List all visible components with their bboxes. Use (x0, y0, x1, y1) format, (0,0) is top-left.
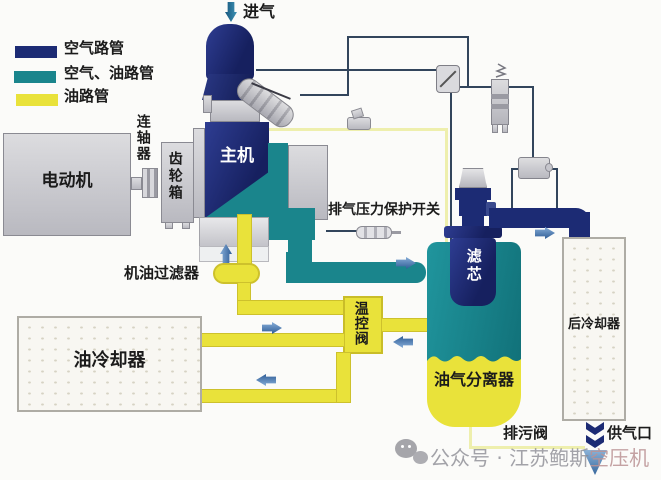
airend-label: 主机 (220, 146, 254, 166)
filter-element-body (450, 238, 496, 306)
pressure-sensor-tip (392, 231, 401, 234)
thermo-valve-label: 温控阀 (352, 301, 369, 346)
legend-label-air: 空气路管 (64, 39, 125, 57)
oil-pipe (199, 389, 341, 403)
flow-arrow-icon (262, 322, 282, 334)
filter-element-flange (444, 226, 502, 238)
after-cooler-label: 后冷却器 (567, 317, 620, 332)
intake-valve-tab (203, 95, 212, 113)
pressure-sensor (356, 226, 392, 239)
discharge-gray-housing (288, 145, 328, 220)
drain-valve-label: 排污阀 (503, 424, 549, 442)
oil-filter-capsule (213, 263, 260, 284)
control-line (548, 168, 558, 170)
gearbox-label: 齿轮箱 (166, 151, 183, 202)
pressure-regulator-port (545, 163, 553, 172)
oil-pipe (237, 300, 349, 315)
gearbox-foot (165, 222, 173, 229)
wechat-icon-dot (401, 445, 404, 448)
control-line (467, 36, 469, 88)
flow-arrow-icon (535, 227, 555, 239)
coupling-part (142, 168, 158, 198)
gearbox-foot (182, 222, 190, 229)
wechat-icon-small (413, 451, 428, 464)
legend-swatch-air-oil (14, 71, 56, 83)
filter-element-stem (462, 212, 484, 230)
outlet-arrow-icon (586, 422, 604, 435)
legend-label-oil: 油路管 (64, 87, 110, 105)
air-pipe-horizontal (489, 208, 590, 228)
gearbox-block (161, 142, 194, 223)
control-line (347, 36, 349, 96)
oil-pipe (199, 333, 345, 347)
coupling-label: 连轴器 (134, 114, 151, 162)
min-pressure-valve-collar (455, 188, 491, 200)
flow-arrow-icon (396, 257, 416, 269)
drain-line (469, 446, 585, 449)
solenoid-valve-2-band (491, 104, 509, 109)
control-line (300, 94, 348, 96)
spring-icon (495, 63, 507, 78)
oil-pipe (237, 214, 252, 266)
legend-swatch-oil (16, 94, 58, 106)
filter-element-label: 滤芯 (464, 248, 483, 284)
oil-cooler-label: 油冷却器 (73, 350, 146, 371)
sensor-line (326, 230, 358, 232)
oil-control-line (445, 128, 448, 244)
min-pressure-valve-body (459, 198, 487, 216)
separator-oil-zone (427, 362, 521, 427)
solenoid-valve-2-leg (492, 124, 498, 133)
oil-filter-label: 机油过滤器 (124, 264, 200, 282)
control-line (556, 168, 558, 214)
airend-sump (199, 217, 269, 247)
outlet-arrow-icon (586, 435, 604, 448)
wechat-icon-dot (408, 445, 411, 448)
watermark-text: 公众号 · 江苏鲍斯空压机 (430, 442, 649, 471)
motor-shaft (131, 177, 142, 190)
oil-cooler-box (17, 316, 202, 412)
motor-block (3, 133, 131, 236)
intake-label: 进气 (243, 2, 276, 21)
control-line (347, 36, 469, 38)
legend-label-air-oil: 空气、油路管 (64, 64, 155, 82)
control-line (511, 168, 520, 170)
discharge-teal-block (278, 208, 315, 240)
solenoid-valve-2-band (491, 94, 509, 99)
min-pressure-valve-cap (459, 168, 487, 188)
separator-label: 油气分离器 (433, 370, 514, 389)
control-line (256, 69, 437, 71)
control-line (511, 168, 513, 214)
control-line (450, 92, 452, 242)
airend-sump-base (199, 246, 269, 262)
air-filter-dome (206, 24, 254, 80)
wechat-icon (395, 439, 417, 458)
control-line (532, 86, 534, 158)
flow-arrow-icon (393, 336, 413, 348)
intake-arrow-icon (225, 2, 237, 22)
solenoid-valve-2-leg (502, 124, 508, 133)
airend-left-plate (193, 128, 205, 218)
drain-line (469, 424, 472, 448)
discharge-pipe-horizontal (286, 262, 426, 283)
outlet-label: 供气口 (607, 424, 653, 442)
discharge-switch-label: 排气压力保护开关 (328, 202, 440, 218)
motor-label: 电动机 (41, 171, 93, 191)
legend-swatch-air (15, 46, 57, 58)
watermark-part1: 公众号 · 江苏鲍斯 (430, 446, 590, 470)
solenoid-valve-2 (491, 79, 509, 125)
flow-arrow-icon (256, 374, 276, 386)
line-fitting (347, 117, 371, 130)
oil-pipe (336, 352, 351, 403)
watermark-part2: 空压机 (589, 446, 650, 470)
after-cooler-box (562, 237, 626, 421)
